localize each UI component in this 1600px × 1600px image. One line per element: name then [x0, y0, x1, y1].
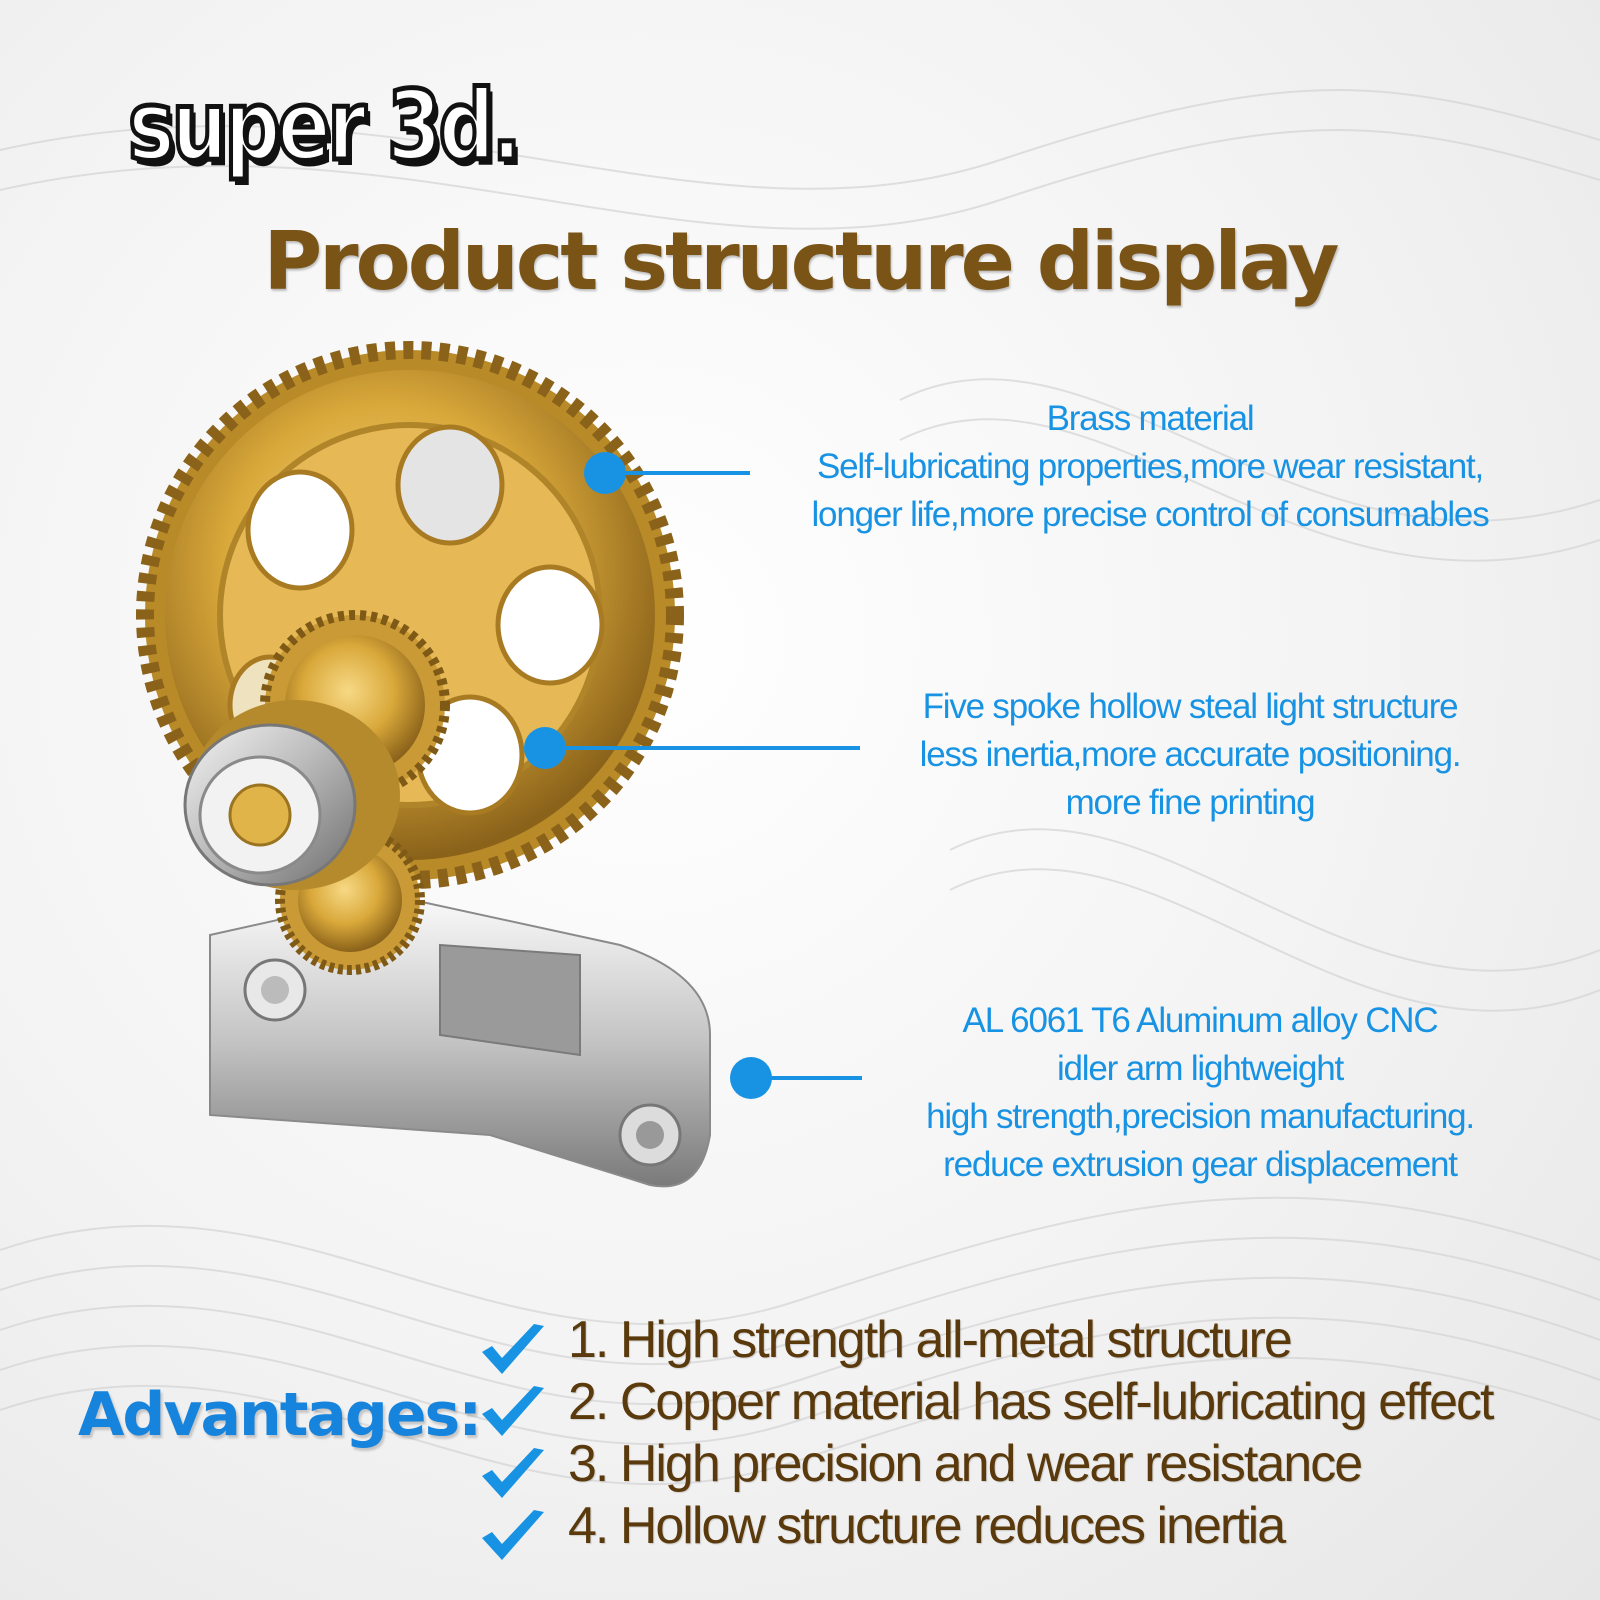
advantages-label: Advantages:: [78, 1380, 482, 1450]
callout-aluminum-arm: AL 6061 T6 Aluminum alloy CNC idler arm …: [850, 997, 1550, 1189]
advantage-item: 2. Copper material has self-lubricating …: [568, 1373, 1494, 1431]
callout-line-text: more fine printing: [1065, 783, 1316, 822]
callout-line-text: longer life,more precise control of cons…: [811, 495, 1489, 534]
check-icon: [482, 1386, 544, 1436]
advantage-item: 3. High precision and wear resistance: [568, 1435, 1363, 1493]
callout-line-text: high strength,precision manufacturing.: [926, 1097, 1475, 1136]
callout-line-text: Brass material: [1046, 399, 1255, 438]
callout-line-text: AL 6061 T6 Aluminum alloy CNC: [962, 1001, 1439, 1040]
advantage-item: 1. High strength all-metal structure: [568, 1311, 1293, 1369]
callout-brass-material: Brass material Self-lubricating properti…: [740, 395, 1560, 539]
page-title: Product structure display: [263, 215, 1340, 308]
check-icon: [482, 1510, 544, 1560]
idler-arm: [209, 893, 711, 1188]
bearing: [183, 700, 400, 890]
callout-dot-spoke: [524, 727, 566, 769]
callout-line-text: Self-lubricating properties,more wear re…: [816, 447, 1484, 486]
advantage-item: 4. Hollow structure reduces inertia: [568, 1497, 1286, 1555]
callout-line-idler: [766, 1076, 862, 1080]
callout-line-brass: [620, 471, 750, 475]
callout-five-spoke: Five spoke hollow steal light structure …: [840, 683, 1540, 827]
callout-dot-brass: [584, 452, 626, 494]
callout-line-text: idler arm lightweight: [1056, 1049, 1344, 1088]
callout-line-spoke: [560, 746, 860, 750]
callout-line-text: Five spoke hollow steal light structure: [922, 687, 1459, 726]
callout-line-text: less inertia,more accurate positioning.: [919, 735, 1462, 774]
callout-line-text: reduce extrusion gear displacement: [943, 1145, 1458, 1184]
check-icon: [482, 1448, 544, 1498]
check-icon: [482, 1324, 544, 1374]
callout-dot-idler: [730, 1057, 772, 1099]
extruder-gear-illustration: [136, 341, 711, 1188]
brand-logo: super 3d.: [126, 68, 524, 185]
